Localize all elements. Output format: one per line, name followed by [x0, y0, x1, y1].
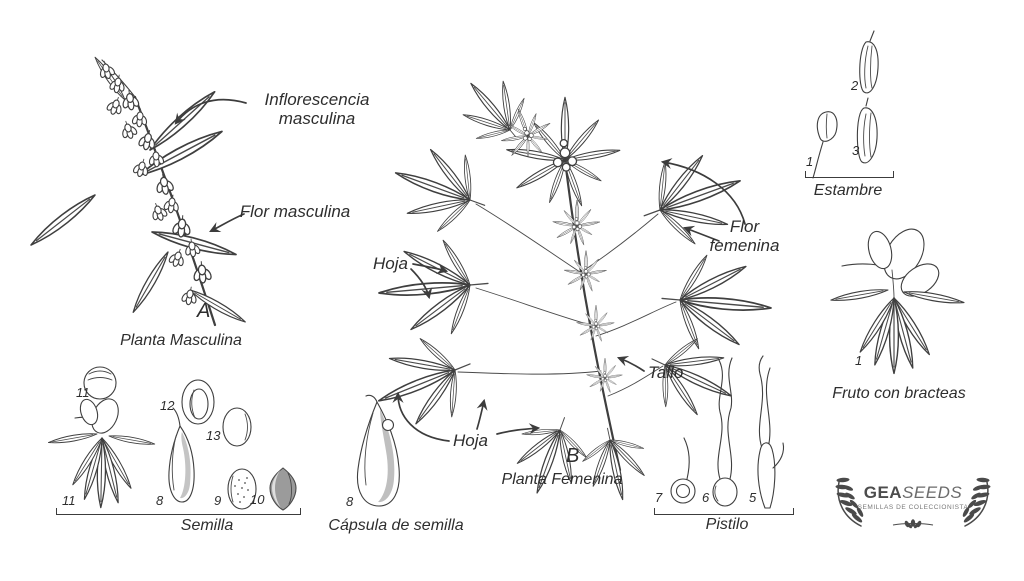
bracket-pistilo [654, 508, 794, 515]
caption-estambre: Estambre [813, 182, 883, 199]
logo-tagline: SEMILLAS DE COLECCIONISTA [857, 504, 969, 511]
bracket-semilla [56, 508, 301, 515]
number-pistilo-5: 5 [749, 490, 757, 505]
laurel-left-icon [835, 477, 864, 527]
caption-planta-masculina: Planta Masculina [120, 332, 242, 349]
number-semilla-8: 8 [156, 493, 164, 508]
seed-capsule-illustration [356, 394, 400, 507]
caption-pistilo: Pistilo [705, 516, 749, 533]
caption-fruto-con-bracteas: Fruto con bracteas [832, 385, 966, 402]
logo-brand-bold: GEA [863, 483, 903, 502]
bracket-estambre [805, 171, 894, 178]
number-estambre-3: 3 [852, 143, 860, 158]
label-tallo: Tallo [648, 363, 684, 382]
laurel-right-icon [962, 477, 991, 527]
label-flor-femenina: Flor femenina [709, 217, 780, 256]
female-plant-illustration [358, 76, 878, 480]
logo-brand-light: SEEDS [902, 483, 963, 502]
label-hoja-bottom: Hoja [453, 431, 488, 450]
logo-brand: GEASEEDS [831, 484, 995, 502]
number-capsula-8: 8 [346, 494, 354, 509]
seeds-illustration [47, 366, 297, 511]
pistil-illustration [670, 355, 785, 509]
number-fruto-1: 1 [855, 353, 863, 368]
male-plant-illustration [27, 54, 248, 327]
fruit-with-bracts-illustration [829, 228, 966, 375]
label-hoja-top: Hoja [373, 254, 408, 273]
number-semilla-13: 13 [206, 428, 221, 443]
caption-semilla: Semilla [180, 517, 234, 534]
number-pistilo-7: 7 [655, 490, 663, 505]
label-flor-masculina: Flor masculina [239, 202, 351, 221]
number-semilla-12: 12 [160, 398, 175, 413]
number-semilla-9: 9 [214, 493, 222, 508]
number-semilla-10: 10 [250, 492, 265, 507]
number-semilla-11a: 11 [76, 385, 90, 400]
number-semilla-11b: 11 [62, 493, 76, 508]
geaseeds-logo: GEASEEDS SEMILLAS DE COLECCIONISTA [831, 470, 995, 534]
caption-capsula-de-semilla: Cápsula de semilla [328, 517, 464, 534]
letter-b: B [566, 445, 580, 467]
caption-planta-femenina: Planta Femenina [501, 471, 623, 488]
label-inflorescencia-masculina: Inflorescencia masculina [264, 90, 370, 129]
number-estambre-2: 2 [851, 78, 859, 93]
number-pistilo-6: 6 [702, 490, 710, 505]
number-estambre-1: 1 [806, 154, 814, 169]
letter-a: A [197, 300, 211, 322]
stamen-illustration [812, 30, 879, 179]
logo-flourish-icon [892, 519, 934, 529]
